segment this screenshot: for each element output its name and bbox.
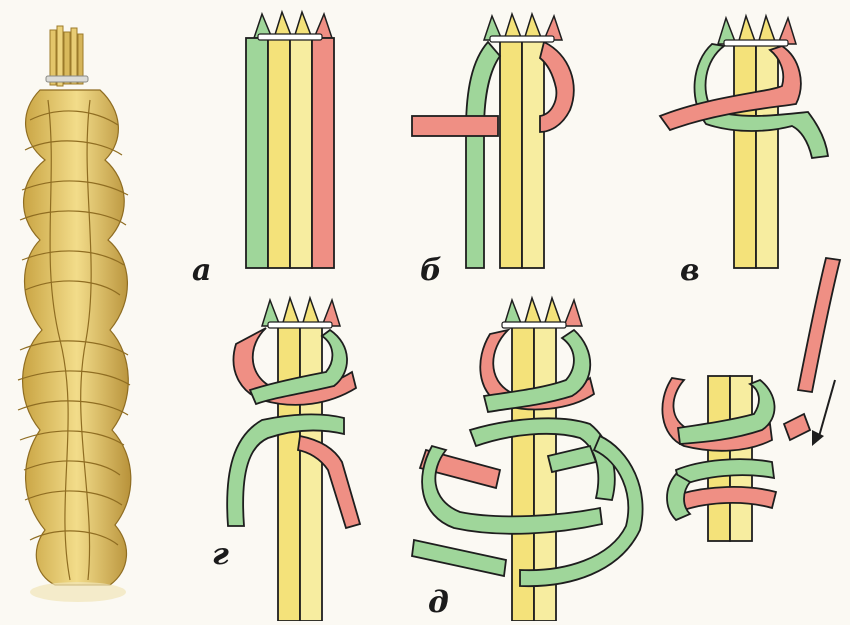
strip-green xyxy=(246,38,268,268)
binding-ring xyxy=(258,34,322,40)
step-d-diagram xyxy=(412,298,643,621)
binding-ring xyxy=(268,322,332,328)
strip-yellow-1 xyxy=(500,40,522,268)
step-a-diagram xyxy=(246,12,334,268)
strip-red-incoming xyxy=(798,258,840,392)
strip-yellow-2 xyxy=(756,44,778,268)
braid-binding-ring xyxy=(46,76,88,82)
strip-yellow-2 xyxy=(290,38,312,268)
strip-red-tube xyxy=(784,414,810,440)
step-detail-diagram xyxy=(662,258,840,541)
arrow-head xyxy=(812,430,824,446)
strip-yellow-2 xyxy=(522,40,544,268)
strip-yellow-2 xyxy=(300,326,322,621)
step-g-diagram xyxy=(227,298,360,621)
strip-yellow-1 xyxy=(268,38,290,268)
strip-yellow-1 xyxy=(734,44,756,268)
binding-ring xyxy=(724,40,788,46)
label-step-v: в xyxy=(680,256,700,286)
finished-straw-braid xyxy=(18,26,131,602)
label-step-b: б xyxy=(420,256,442,286)
label-step-a: а xyxy=(192,256,211,286)
step-v-diagram xyxy=(660,16,828,268)
braid-body xyxy=(18,90,131,585)
strip-green-bent xyxy=(466,42,500,268)
strip-red-across xyxy=(412,116,498,136)
arrow-shaft xyxy=(818,380,835,440)
label-step-d: д xyxy=(428,588,449,618)
strip-red-loop xyxy=(540,42,574,132)
strip-yellow-1 xyxy=(278,326,300,621)
strip-red xyxy=(312,38,334,268)
binding-ring xyxy=(502,322,566,328)
braid-shadow xyxy=(30,582,126,602)
strip-green-bottom-end xyxy=(412,540,506,576)
step-b-diagram xyxy=(412,14,574,268)
binding-ring xyxy=(490,36,554,42)
strip-yellow-1 xyxy=(708,376,730,541)
label-step-g: г xyxy=(212,540,229,570)
